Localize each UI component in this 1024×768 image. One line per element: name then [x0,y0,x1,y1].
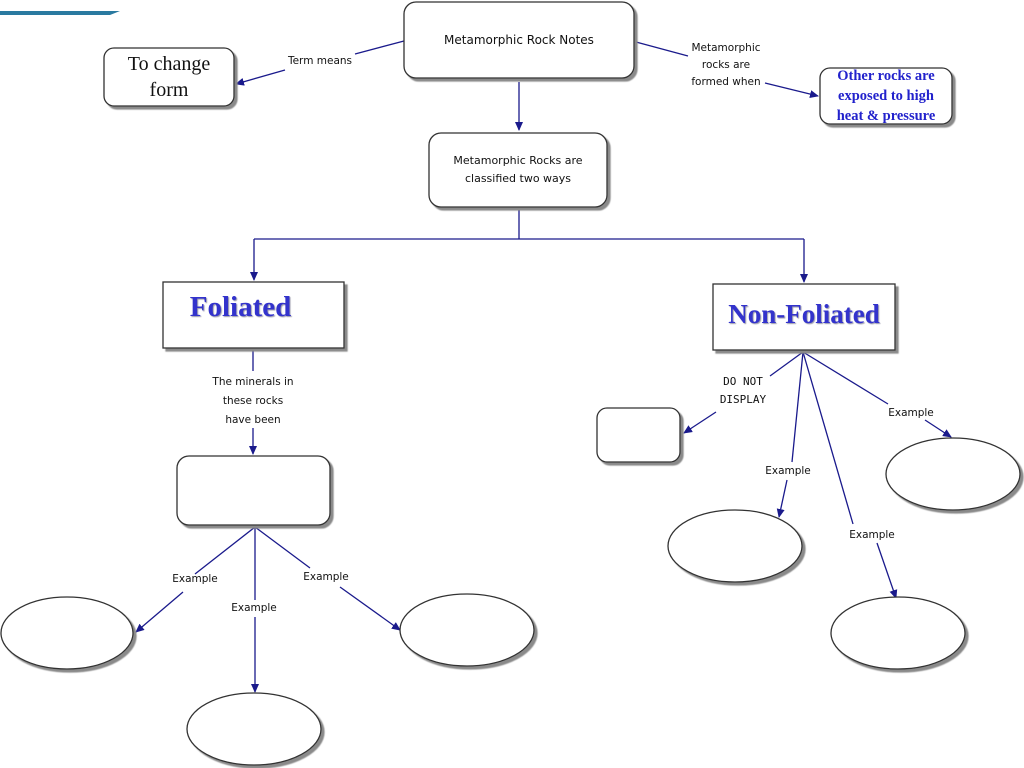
term-meaning-box [103,47,235,107]
foliated-example-3 [400,594,534,666]
non-foliated-example-1 [668,510,802,582]
minerals-answer-box [176,455,331,526]
do-not-display-answer [597,408,680,462]
non-foliated-title: Non-Foliated [728,299,880,329]
formed-when-answer-box [819,67,953,125]
foliated-example-label-1: Example [172,573,218,585]
connector-nf-ex3-a [802,351,854,525]
foliated-example-label-2: Example [231,602,277,614]
non-foliated-example-label-2: Example [888,407,934,419]
connector-nf-ex3-b [876,542,898,599]
minerals-answer [177,456,330,525]
classified-node: Metamorphic Rocks are classified two way… [453,154,583,185]
non-foliated-example-label-3: Example [849,529,895,541]
non-foliated-example-label-1: Example [765,465,811,477]
do-not-display-label: DO NOT DISPLAY [719,375,767,406]
connector-fol-ex1-b [135,591,184,633]
foliated-example-oval-3 [399,593,535,667]
connector-formed-when-a [635,41,689,57]
term-means-label: Term means [287,55,353,67]
term-meaning: To change form [127,53,211,101]
foliated-example-2 [187,693,321,765]
connector-nf-ex2-b [924,419,952,438]
classified-node-box [428,132,608,208]
non-foliated-example-3 [831,597,965,669]
title-node-box [403,1,635,79]
connectors [135,40,952,693]
connector-fol-ex1-a [194,526,256,575]
corner-decoration [0,0,120,15]
connector-term-means-a [354,40,405,55]
foliated-example-label-3: Example [303,571,349,583]
formed-when-answer: Other rocks are exposed to high heat & p… [836,68,936,124]
connector-term-means-b [235,69,286,86]
title-node: Metamorphic Rock Notes [444,33,594,47]
non-foliated-example-oval-3 [830,596,966,670]
foliated-title: Foliated [189,291,292,323]
non-foliated-box [712,283,896,351]
non-foliated-example-oval-2 [885,437,1021,511]
foliated-example-oval-2 [186,692,322,766]
non-foliated-example-2 [886,438,1020,510]
connector-formed-when-b [764,82,819,98]
connector-nf-ex1-a [791,351,804,463]
connector-nf-dnd-a [769,351,804,377]
connector-nf-dnd-b [683,411,717,434]
foliated-example-oval-1 [0,596,134,670]
non-foliated-example-oval-1 [667,509,803,583]
connector-fol-ex3-b [339,586,401,631]
connector-nf-ex2-a [802,351,889,405]
do-not-display-answer-box [596,407,681,463]
formed-when-label: Metamorphic rocks are formed when [691,42,761,88]
foliated-box [162,281,345,349]
connector-fol-ex3-a [254,526,311,569]
connector-nf-ex1-b [776,479,788,518]
minerals-label: The minerals in these rocks have been [212,376,294,426]
foliated-example-1 [1,597,133,669]
